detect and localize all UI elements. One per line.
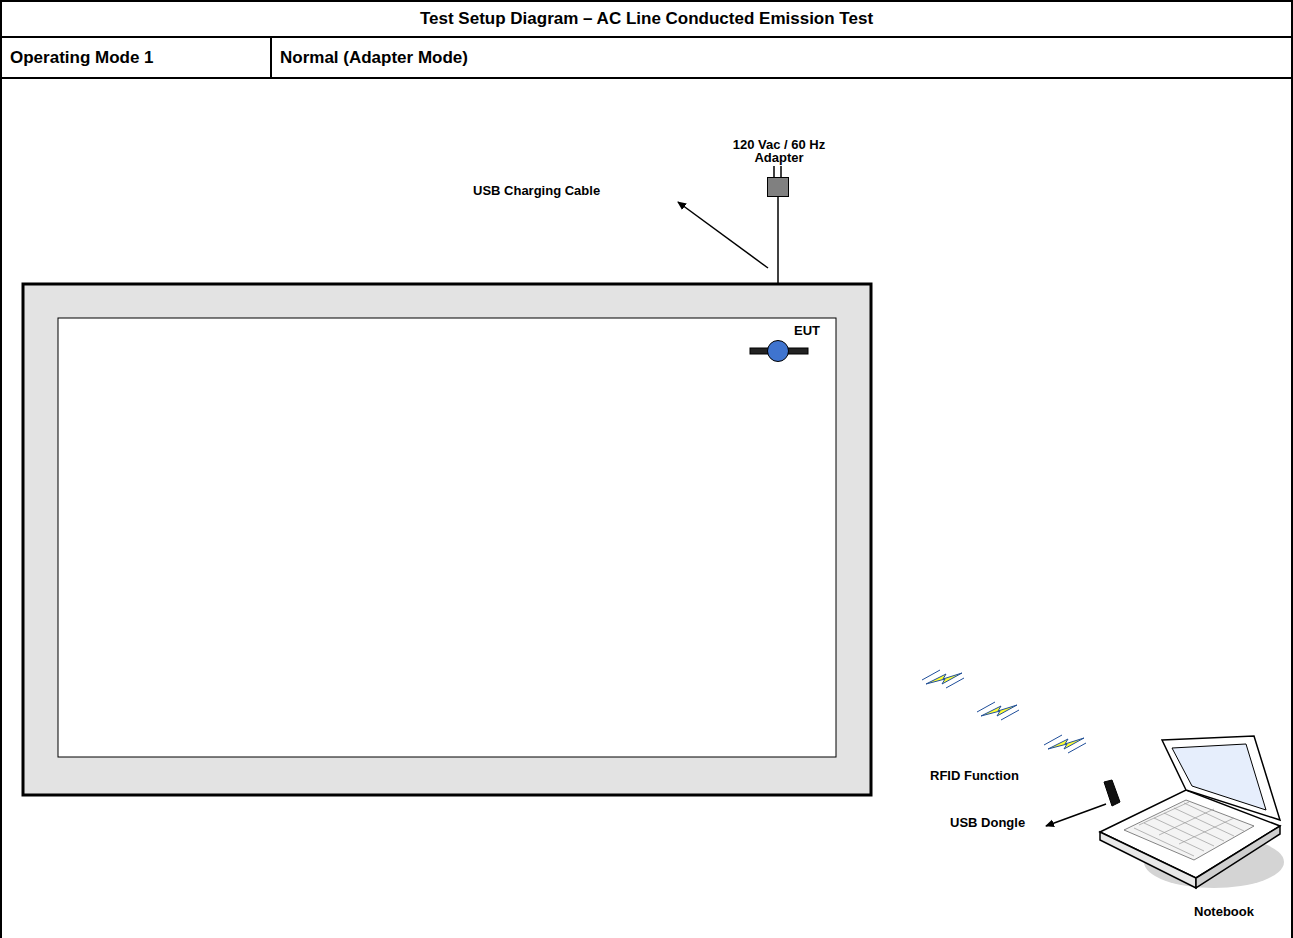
notebook: Notebook xyxy=(1094,730,1286,926)
notebook-drawing xyxy=(1094,730,1286,900)
adapter-box: 120 Vac / 60 Hz Adapter xyxy=(767,177,789,197)
eut-label: EUT xyxy=(794,323,820,338)
cell-text: Operating Mode 1 xyxy=(10,48,154,68)
eut-circle: EUT xyxy=(767,340,789,362)
dongle-label: USB Dongle xyxy=(950,815,1025,830)
mode-value-cell: Normal (Adapter Mode) xyxy=(270,36,1293,79)
adapter-label: 120 Vac / 60 Hz Adapter xyxy=(717,138,841,164)
cell-text: Normal (Adapter Mode) xyxy=(280,48,468,68)
cable-label: USB Charging Cable xyxy=(473,183,600,198)
rfid-label: RFID Function xyxy=(930,768,1019,783)
notebook-label: Notebook xyxy=(1194,904,1254,919)
title-band: Test Setup Diagram – AC Line Conducted E… xyxy=(0,0,1293,38)
title-text: Test Setup Diagram – AC Line Conducted E… xyxy=(420,9,873,29)
mode-label-cell: Operating Mode 1 xyxy=(0,36,272,79)
